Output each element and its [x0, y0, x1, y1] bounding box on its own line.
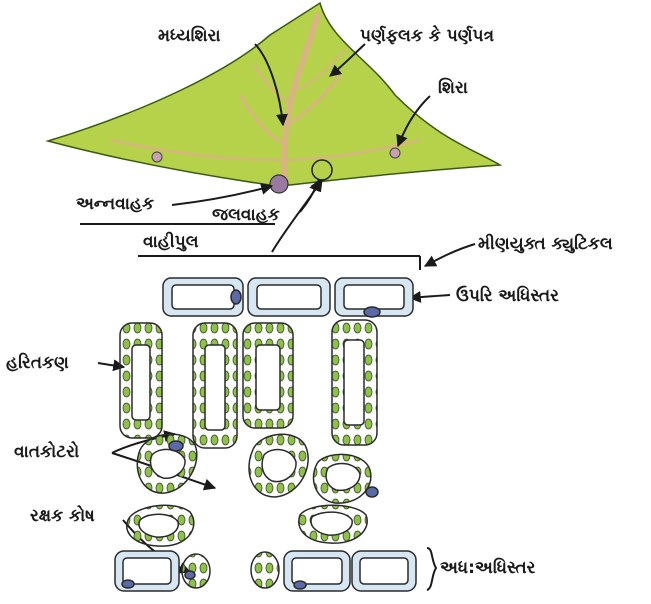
label-upper-epidermis: ઉપરિ અધિસ્તર — [456, 288, 559, 305]
spongy-cells — [127, 434, 378, 546]
lower-epidermis-cells — [115, 551, 416, 591]
guard-cell-right — [251, 552, 279, 588]
label-waxy-cuticle: મીણયુક્ત ક્યુટિકલ — [478, 236, 613, 253]
label-phloem: અન્નવાહક — [76, 196, 154, 213]
upper-epidermis-cells — [163, 278, 413, 317]
label-midrib: મધ્યશિરા — [158, 28, 221, 45]
guard-cell-left — [182, 554, 210, 588]
label-lamina: પર્ણફલક કે પર્ણપત્ર — [360, 28, 494, 45]
vascular-bundle-dot — [270, 175, 288, 193]
label-vein: શિરા — [438, 80, 468, 97]
label-guard-cell: રક્ષક કોષ — [30, 508, 95, 525]
vein-dot-right — [390, 148, 400, 158]
label-vascular-bundle: વાહીપુલ — [143, 234, 199, 251]
label-lower-epidermis: અધ:અધિસ્તર — [440, 560, 535, 577]
palisade-cells — [120, 320, 377, 448]
vein-dot-left — [152, 152, 162, 162]
label-air-spaces: વાતકોટરો — [14, 444, 79, 461]
label-chloroplast: હરિતકણ — [6, 355, 69, 372]
label-xylem: જલવાહક — [212, 207, 280, 224]
